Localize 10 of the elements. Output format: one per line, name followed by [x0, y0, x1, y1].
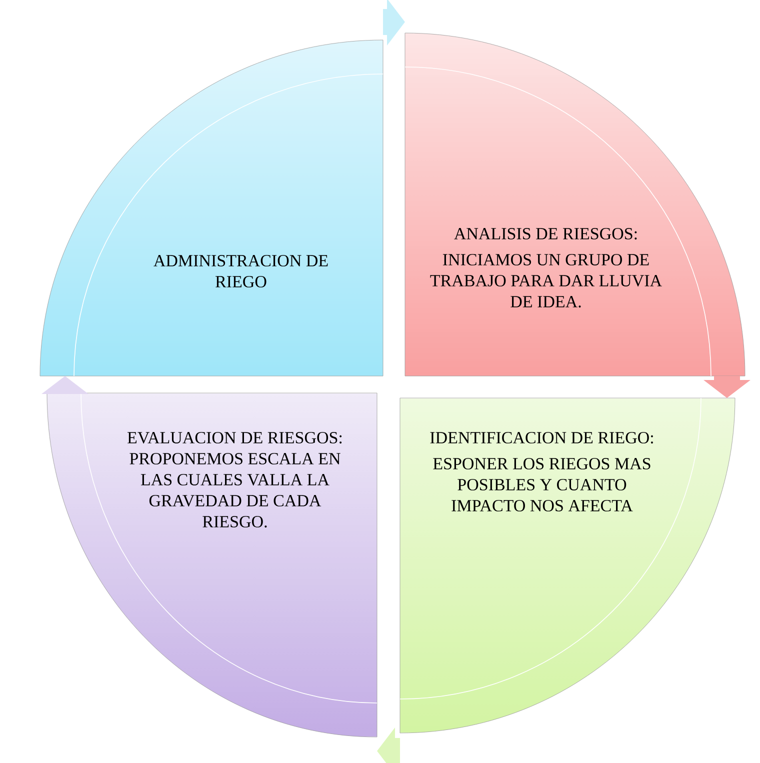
- quadrant-shape: [46, 392, 378, 738]
- quadrant-shape: [400, 398, 736, 734]
- quadrant-text: ANALISIS DE RIESGOS:: [454, 228, 637, 240]
- quadrant-shape: [404, 32, 746, 376]
- quadrant-text: INICIAMOS UN GRUPO DE TRABAJO PARA DAR LLUVIA DE IDEA.: [430, 254, 662, 308]
- quadrant-text: IDENTIFICACION DE RIEGO:: [430, 432, 653, 444]
- quadrant-text: EVALUACION DE RIESGOS: PROPONEMOS ESCALA EN LAS CUALES VALLA LA GRAVEDAD DE CADA RIESGO.: [128, 432, 342, 528]
- quadrant-text: ADMINISTRACION DE RIEGO: [154, 255, 328, 288]
- quadrant-text: ESPONER LOS RIEGOS MAS POSIBLES Y CUANTO IMPACTO NOS AFECTA: [433, 458, 650, 512]
- quadrant-shape: [40, 40, 384, 376]
